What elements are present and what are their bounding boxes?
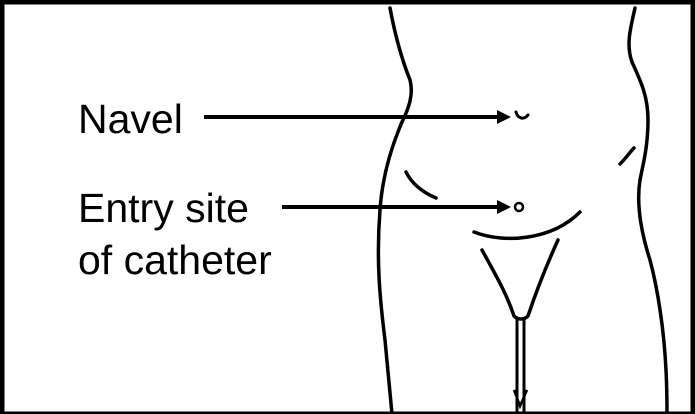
abdomen-crease <box>474 212 580 238</box>
navel-label: Navel <box>78 96 183 142</box>
entry-arrow-head <box>497 200 511 214</box>
body-outline-left <box>378 8 411 414</box>
entry-site-label-line2: of catheter <box>78 237 272 283</box>
right-hip-line <box>620 148 634 164</box>
navel-mark <box>516 112 528 118</box>
entry-site-label-line1: Entry site <box>78 185 249 231</box>
body-outline-right <box>629 8 667 414</box>
groin-outline <box>482 240 558 319</box>
left-hip-line <box>406 172 436 198</box>
navel-arrow-head <box>497 110 511 124</box>
entry-site-circle <box>515 203 523 211</box>
